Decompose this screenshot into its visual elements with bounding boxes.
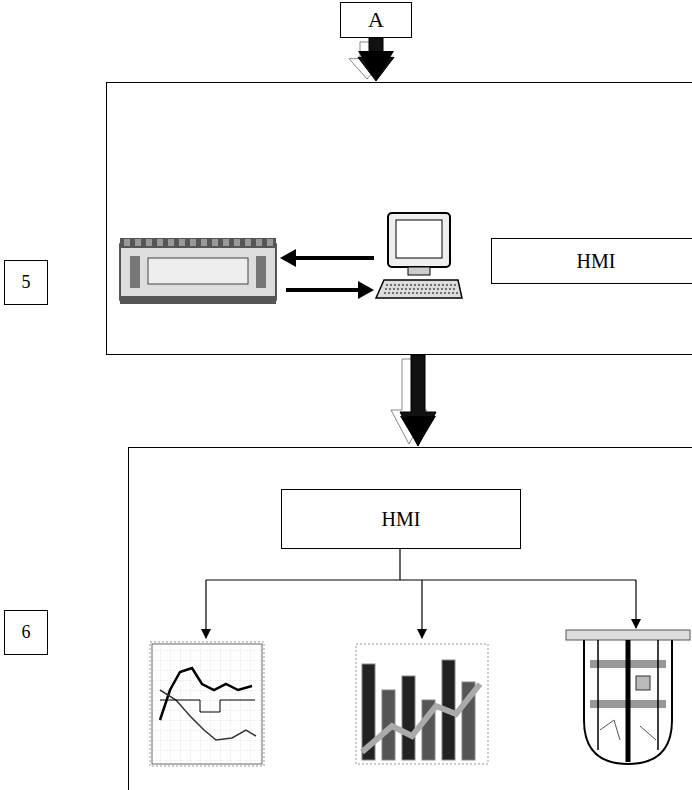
callout-number: 5	[4, 260, 48, 305]
node-label: 5	[22, 272, 31, 293]
hmi-box: HMI	[491, 238, 692, 284]
link-arrow	[286, 256, 374, 260]
link-arrow	[286, 288, 366, 292]
node-label: HMI	[577, 250, 616, 273]
block-arrow	[349, 38, 394, 81]
input-box: A	[340, 2, 412, 38]
plc-icon	[120, 238, 276, 304]
panel: HMI	[128, 447, 692, 790]
node-label: A	[368, 7, 384, 33]
panel: HMI	[106, 82, 692, 355]
block-arrow	[391, 355, 436, 446]
bar-chart-icon	[356, 644, 488, 764]
process-mimic-icon	[566, 630, 690, 764]
tree-lines	[206, 548, 636, 638]
callout-number: 6	[4, 610, 48, 655]
node-label: 6	[22, 622, 31, 643]
computer-icon	[376, 213, 462, 298]
node-label: HMI	[382, 508, 421, 531]
hmi-box: HMI	[281, 489, 521, 549]
trend-chart-icon	[150, 642, 264, 766]
